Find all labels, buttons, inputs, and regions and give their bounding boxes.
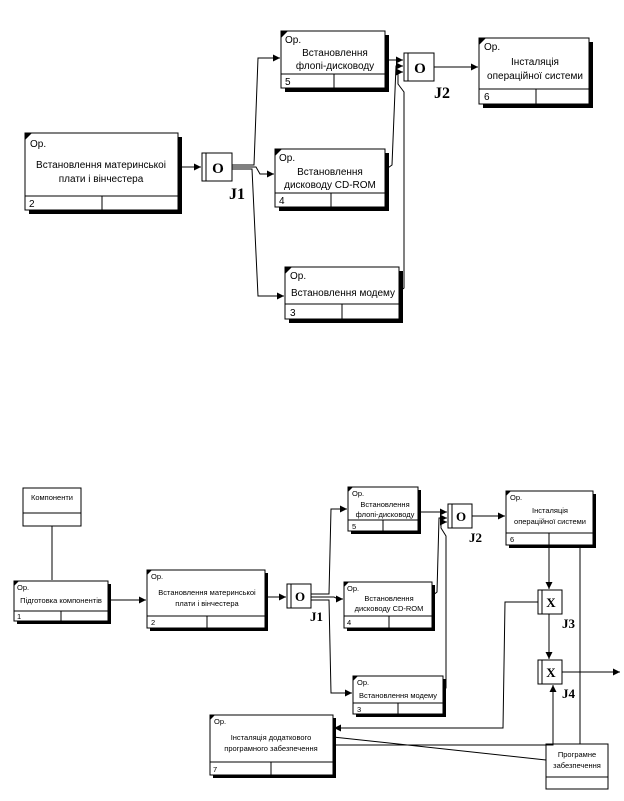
corner-mark-icon bbox=[25, 133, 32, 140]
box-title-line1: Встановлення модему bbox=[359, 691, 437, 700]
box-title-line2: дисководу CD-ROM bbox=[284, 180, 376, 191]
top-diagram: Ор. Встановлення материнськоі плати і ві… bbox=[24, 30, 593, 323]
box-title-line1: Компоненти bbox=[31, 493, 73, 502]
junction-label: J1 bbox=[310, 609, 323, 624]
box-number: 6 bbox=[484, 92, 490, 103]
box-title-line1: Встановлення bbox=[297, 167, 363, 178]
box-title-line2: програмного забезпечення bbox=[224, 744, 317, 753]
bottom-diagram: Компоненти Ор. Підготовка компонентів 1 … bbox=[13, 486, 620, 790]
box-number: 7 bbox=[213, 765, 217, 774]
bottom-junction-j2[interactable]: O J2 bbox=[447, 503, 482, 545]
box-title-line1: Інсталяція додаткового bbox=[231, 733, 312, 742]
box-title-line2: операційної системи bbox=[487, 71, 583, 82]
box-op-label: Ор. bbox=[279, 153, 295, 164]
box-op-label: Ор. bbox=[352, 489, 364, 498]
bottom-box-floppy[interactable]: Ор. Встановлення флопі-дисководу 5 bbox=[347, 486, 421, 534]
bottom-arrows bbox=[108, 505, 620, 761]
box-title-line2: забезпечення bbox=[553, 761, 601, 770]
box-number: 3 bbox=[290, 308, 296, 319]
junction-symbol: O bbox=[212, 161, 224, 177]
box-number: 6 bbox=[510, 535, 514, 544]
junction-symbol: X bbox=[546, 595, 556, 610]
corner-mark-icon bbox=[344, 582, 349, 587]
corner-mark-icon bbox=[281, 31, 288, 38]
corner-mark-icon bbox=[506, 491, 511, 496]
box-op-label: Ор. bbox=[214, 717, 226, 726]
bottom-box-motherboard[interactable]: Ор. Встановлення материнськоі плати і ві… bbox=[146, 569, 268, 631]
junction-symbol: O bbox=[456, 509, 466, 524]
box-title-line2: флопі-дисководу bbox=[356, 510, 415, 519]
corner-mark-icon bbox=[275, 149, 282, 156]
corner-mark-icon bbox=[353, 676, 358, 681]
bottom-box-components[interactable]: Компоненти bbox=[22, 487, 82, 527]
box-op-label: Ор. bbox=[285, 35, 301, 46]
junction-label: J2 bbox=[434, 85, 450, 102]
box-title-line2: операційної системи bbox=[514, 517, 586, 526]
corner-mark-icon bbox=[479, 38, 486, 45]
bottom-box-prep[interactable]: Ор. Підготовка компонентів 1 bbox=[13, 580, 111, 624]
box-title-line1: Встановлення bbox=[302, 48, 368, 59]
bottom-box-addsoft[interactable]: Ор. Інсталяція додаткового програмного з… bbox=[209, 714, 336, 778]
box-op-label: Ор. bbox=[484, 42, 500, 53]
box-number: 2 bbox=[151, 618, 155, 627]
junction-label: J1 bbox=[229, 186, 245, 203]
box-title-line1: Встановлення bbox=[360, 500, 409, 509]
corner-mark-icon bbox=[14, 581, 19, 586]
box-title-line1: Встановлення модему bbox=[291, 288, 395, 299]
box-op-label: Ор. bbox=[151, 572, 163, 581]
box-title-line2: дисководу CD-ROM bbox=[355, 604, 424, 613]
box-title-line2: плати і вінчестера bbox=[175, 599, 239, 608]
corner-mark-icon bbox=[348, 487, 353, 492]
box-title-line1: Інсталяція bbox=[532, 506, 568, 515]
junction-label: J2 bbox=[469, 530, 482, 545]
top-arrows bbox=[178, 54, 478, 300]
corner-mark-icon bbox=[285, 267, 292, 274]
top-box-motherboard[interactable]: Ор. Встановлення материнськоі плати і ві… bbox=[24, 132, 182, 214]
top-junction-j1[interactable]: O J1 bbox=[201, 152, 245, 203]
box-op-label: Ор. bbox=[357, 678, 369, 687]
box-title-line1: Встановлення материнськоі bbox=[36, 160, 166, 171]
box-title-line1: Встановлення материнськоі bbox=[158, 588, 256, 597]
box-op-label: Ор. bbox=[17, 583, 29, 592]
bottom-box-modem[interactable]: Ор. Встановлення модему 3 bbox=[352, 675, 446, 717]
box-title-line1: Встановлення bbox=[364, 594, 413, 603]
junction-symbol: O bbox=[414, 61, 426, 77]
corner-mark-icon bbox=[210, 715, 215, 720]
bottom-junction-j4[interactable]: X J4 bbox=[537, 659, 576, 701]
box-title-line1: Програмне bbox=[558, 750, 596, 759]
box-op-label: Ор. bbox=[290, 271, 306, 282]
box-title-line1: Інсталяція bbox=[511, 57, 559, 68]
box-number: 2 bbox=[29, 199, 35, 210]
junction-symbol: O bbox=[295, 589, 305, 604]
box-title-line2: флопі-дисководу bbox=[296, 60, 374, 72]
top-box-modem[interactable]: Ор. Встановлення модему 3 bbox=[284, 266, 403, 323]
box-number: 1 bbox=[17, 612, 21, 621]
junction-symbol: X bbox=[546, 665, 556, 680]
bottom-junction-j3[interactable]: X J3 bbox=[537, 589, 576, 631]
box-title-line1: Підготовка компонентів bbox=[20, 596, 102, 605]
box-number: 5 bbox=[352, 522, 356, 531]
box-number: 4 bbox=[347, 618, 351, 627]
box-number: 5 bbox=[285, 77, 291, 88]
bottom-junction-j1[interactable]: O J1 bbox=[286, 583, 323, 624]
junction-label: J4 bbox=[562, 686, 576, 701]
box-op-label: Ор. bbox=[510, 493, 522, 502]
top-box-cdrom[interactable]: Ор. Встановлення дисководу CD-ROM 4 bbox=[274, 148, 389, 211]
bottom-box-os[interactable]: Ор. Інсталяція операційної системи 6 bbox=[505, 490, 596, 548]
top-junction-j2[interactable]: O J2 bbox=[403, 52, 450, 102]
corner-mark-icon bbox=[147, 570, 152, 575]
box-number: 4 bbox=[279, 196, 285, 207]
top-box-os[interactable]: Ор. Інсталяція операційної системи 6 bbox=[478, 37, 593, 108]
box-number: 3 bbox=[357, 705, 361, 714]
top-box-floppy[interactable]: Ор. Встановлення флопі-дисководу 5 bbox=[280, 30, 389, 92]
box-op-label: Ор. bbox=[347, 584, 359, 593]
bottom-box-software[interactable]: Програмне забезпечення bbox=[545, 743, 609, 790]
box-title-line2: плати і вінчестера bbox=[59, 174, 144, 185]
bottom-box-cdrom[interactable]: Ор. Встановлення дисководу CD-ROM 4 bbox=[343, 581, 435, 631]
junction-label: J3 bbox=[562, 616, 576, 631]
box-op-label: Ор. bbox=[30, 139, 46, 150]
